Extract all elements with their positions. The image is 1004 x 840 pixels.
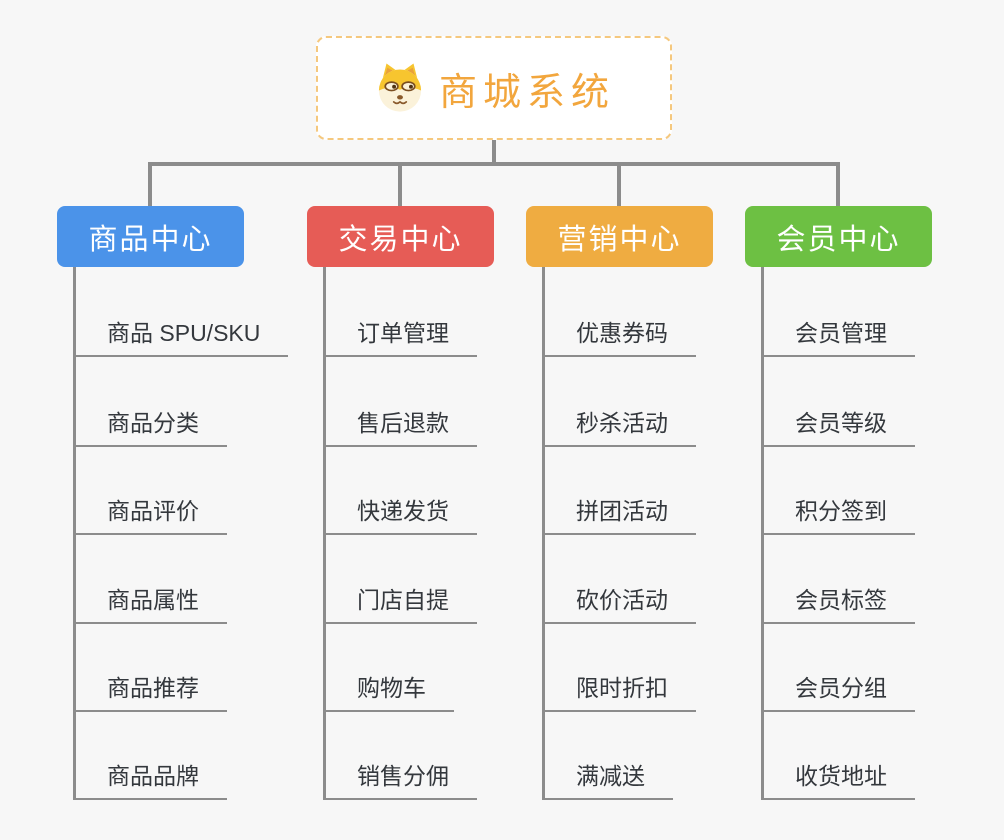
branch-head-product-center[interactable]: 商品中心 — [57, 206, 244, 267]
branch-head-member-center[interactable]: 会员中心 — [745, 206, 932, 267]
connector-root-stub — [492, 140, 496, 166]
branch-head-marketing-center[interactable]: 营销中心 — [526, 206, 713, 267]
node-item[interactable]: 限时折扣 — [542, 672, 696, 712]
root-node-title: 商城系统 — [438, 71, 615, 114]
node-item[interactable]: 商品分类 — [73, 407, 227, 447]
node-item[interactable]: 售后退款 — [323, 407, 477, 447]
node-item[interactable]: 购物车 — [323, 672, 454, 712]
node-item[interactable]: 商品品牌 — [73, 760, 227, 800]
node-item[interactable]: 砍价活动 — [542, 584, 696, 624]
connector-drop-trade — [398, 162, 402, 206]
root-node-mall-system[interactable]: 商城系统 — [316, 36, 672, 140]
node-item[interactable]: 满减送 — [542, 760, 673, 800]
dog-face-icon — [378, 63, 422, 112]
branch-head-trade-center[interactable]: 交易中心 — [307, 206, 494, 267]
connector-horizontal — [148, 162, 840, 166]
node-item[interactable]: 门店自提 — [323, 584, 477, 624]
branch-trade-center: 交易中心 订单管理 售后退款 快递发货 门店自提 购物车 销售分佣 — [307, 206, 494, 800]
node-item[interactable]: 会员标签 — [761, 584, 915, 624]
node-item[interactable]: 会员分组 — [761, 672, 915, 712]
connector-drop-marketing — [617, 162, 621, 206]
node-item[interactable]: 秒杀活动 — [542, 407, 696, 447]
node-item[interactable]: 会员等级 — [761, 407, 915, 447]
branch-trunk-line — [73, 267, 76, 798]
node-item[interactable]: 商品评价 — [73, 495, 227, 535]
node-item[interactable]: 快递发货 — [323, 495, 477, 535]
branch-marketing-center: 营销中心 优惠券码 秒杀活动 拼团活动 砍价活动 限时折扣 满减送 — [526, 206, 713, 800]
connector-drop-member — [836, 162, 840, 206]
node-item[interactable]: 销售分佣 — [323, 760, 477, 800]
node-item[interactable]: 商品 SPU/SKU — [73, 317, 289, 357]
node-item[interactable]: 商品属性 — [73, 584, 227, 624]
branch-product-center: 商品中心 商品 SPU/SKU 商品分类 商品评价 商品属性 商品推荐 商品品牌 — [57, 206, 289, 800]
node-item[interactable]: 会员管理 — [761, 317, 915, 357]
node-item[interactable]: 拼团活动 — [542, 495, 696, 535]
connector-drop-product — [148, 162, 152, 206]
branch-trunk-line — [542, 267, 545, 798]
node-item[interactable]: 商品推荐 — [73, 672, 227, 712]
branch-trunk-line — [323, 267, 326, 798]
node-item[interactable]: 积分签到 — [761, 495, 915, 535]
node-item[interactable]: 订单管理 — [323, 317, 477, 357]
node-item[interactable]: 收货地址 — [761, 760, 915, 800]
node-item[interactable]: 优惠券码 — [542, 317, 696, 357]
branch-member-center: 会员中心 会员管理 会员等级 积分签到 会员标签 会员分组 收货地址 — [745, 206, 932, 800]
branch-trunk-line — [761, 267, 764, 798]
